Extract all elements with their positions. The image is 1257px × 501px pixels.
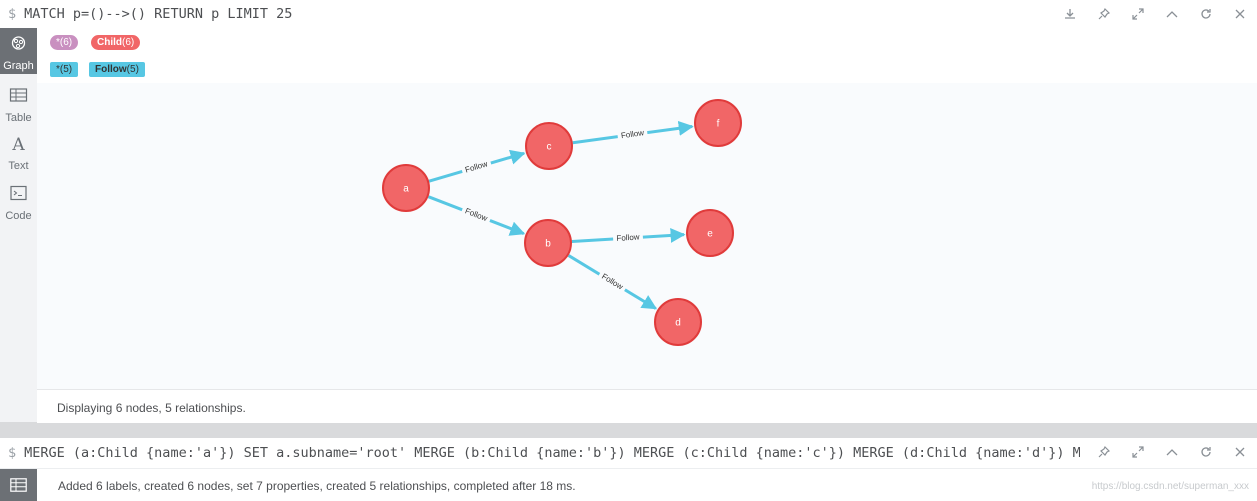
svg-text:A: A	[11, 135, 25, 153]
relationship-label-background	[617, 127, 648, 142]
legend-follow-name: Follow	[95, 64, 127, 75]
relationship-b-e[interactable]: Follow	[571, 227, 686, 244]
result-summary: Added 6 labels, created 6 nodes, set 7 p…	[0, 468, 1257, 501]
relationship-label-background	[612, 232, 644, 244]
legend-follow-type[interactable]: Follow(5)	[89, 62, 145, 77]
result-message: Added 6 labels, created 6 nodes, set 7 p…	[58, 479, 576, 493]
code-icon	[10, 185, 27, 201]
result-frame-merge: $ MERGE (a:Child {name:'a'}) SET a.subnam…	[0, 438, 1257, 501]
text-icon: A	[11, 135, 25, 153]
legend-child-count: (6)	[122, 37, 135, 48]
rerun-icon[interactable]	[1189, 438, 1223, 466]
prompt-symbol: $	[8, 6, 17, 22]
close-icon[interactable]	[1223, 0, 1257, 28]
result-frame-graph: $ MATCH p=()-->() RETURN p LIMIT 25	[0, 0, 1257, 423]
relationship-label-background	[460, 158, 493, 177]
relationship-label: Follow	[464, 206, 489, 223]
pin-icon[interactable]	[1087, 0, 1121, 28]
sidebar-item-label: Text	[8, 160, 29, 172]
node-caption: c	[547, 142, 552, 153]
sidebar-item-table[interactable]	[0, 469, 37, 501]
query-string[interactable]: MATCH p=()-->() RETURN p LIMIT 25	[24, 6, 293, 22]
node-caption: b	[545, 239, 551, 250]
table-icon	[9, 88, 28, 102]
relationship-a-c[interactable]: Follow	[428, 149, 526, 183]
node-f[interactable]: f	[694, 99, 742, 147]
table-icon	[10, 478, 27, 492]
frame-controls	[1053, 0, 1257, 28]
prompt-symbol: $	[8, 445, 17, 461]
download-icon[interactable]	[1053, 0, 1087, 28]
sidebar-item-graph[interactable]: Graph	[0, 28, 37, 74]
query-text[interactable]: $ MATCH p=()-->() RETURN p LIMIT 25	[8, 6, 292, 22]
node-circle[interactable]	[382, 164, 430, 212]
sidebar-item-label: Graph	[3, 60, 34, 72]
legend-child-name: Child	[97, 37, 122, 48]
sidebar-item-label: Table	[5, 112, 32, 124]
node-c[interactable]: c	[525, 122, 573, 170]
relationship-a-b[interactable]: Follow	[427, 195, 526, 236]
relationship-b-d[interactable]: Follow	[567, 254, 658, 310]
collapse-icon[interactable]	[1155, 0, 1189, 28]
node-e[interactable]: e	[686, 209, 734, 257]
node-circle[interactable]	[654, 298, 702, 346]
query-bar[interactable]: $ MATCH p=()-->() RETURN p LIMIT 25	[0, 0, 1257, 29]
expand-icon[interactable]	[1121, 0, 1155, 28]
node-circle[interactable]	[686, 209, 734, 257]
node-a[interactable]: a	[382, 164, 430, 212]
relationship-label: Follow	[600, 272, 625, 292]
sidebar-item-text[interactable]: A Text	[0, 128, 37, 174]
node-caption: e	[707, 229, 713, 240]
relationship-c-f[interactable]: Follow	[572, 120, 694, 145]
node-circle[interactable]	[525, 122, 573, 170]
legend-all-nodes[interactable]: *(6)	[50, 35, 79, 50]
relationship-label: Follow	[620, 128, 644, 140]
view-sidebar: Graph Table A Text Code	[0, 28, 38, 422]
graph-icon	[11, 36, 26, 50]
status-bar: Displaying 6 nodes, 5 relationships.	[37, 389, 1257, 423]
relationship-label-background	[596, 269, 628, 294]
sidebar-item-label: Code	[5, 210, 32, 222]
collapse-icon[interactable]	[1155, 438, 1189, 466]
node-circle[interactable]	[694, 99, 742, 147]
node-caption: a	[403, 184, 409, 195]
close-icon[interactable]	[1223, 438, 1257, 466]
graph-legend: *(6) Child(6) *(5) Follow(5)	[37, 28, 1257, 83]
pin-icon[interactable]	[1087, 438, 1121, 466]
node-d[interactable]: d	[654, 298, 702, 346]
node-circle[interactable]	[524, 219, 572, 267]
status-text: Displaying 6 nodes, 5 relationships.	[57, 401, 246, 415]
expand-icon[interactable]	[1121, 438, 1155, 466]
frame-controls	[1087, 438, 1257, 466]
legend-all-relationships[interactable]: *(5)	[50, 62, 79, 77]
node-caption: f	[717, 119, 720, 130]
rerun-icon[interactable]	[1189, 0, 1223, 28]
watermark-text: https://blog.csdn.net/superman_xxx	[1091, 481, 1249, 492]
legend-follow-count: (5)	[126, 64, 139, 75]
sidebar-item-code[interactable]: Code	[0, 178, 37, 224]
node-caption: d	[675, 318, 681, 329]
relationship-label-background	[460, 205, 492, 226]
sidebar-item-table[interactable]: Table	[0, 80, 37, 126]
relationship-label: Follow	[616, 232, 640, 242]
query-bar[interactable]: $ MERGE (a:Child {name:'a'}) SET a.subnam…	[0, 438, 1257, 468]
legend-child-label[interactable]: Child(6)	[91, 35, 141, 50]
query-string[interactable]: MERGE (a:Child {name:'a'}) SET a.subname…	[24, 445, 1080, 461]
node-b[interactable]: b	[524, 219, 572, 267]
query-text[interactable]: $ MERGE (a:Child {name:'a'}) SET a.subnam…	[8, 445, 1080, 461]
